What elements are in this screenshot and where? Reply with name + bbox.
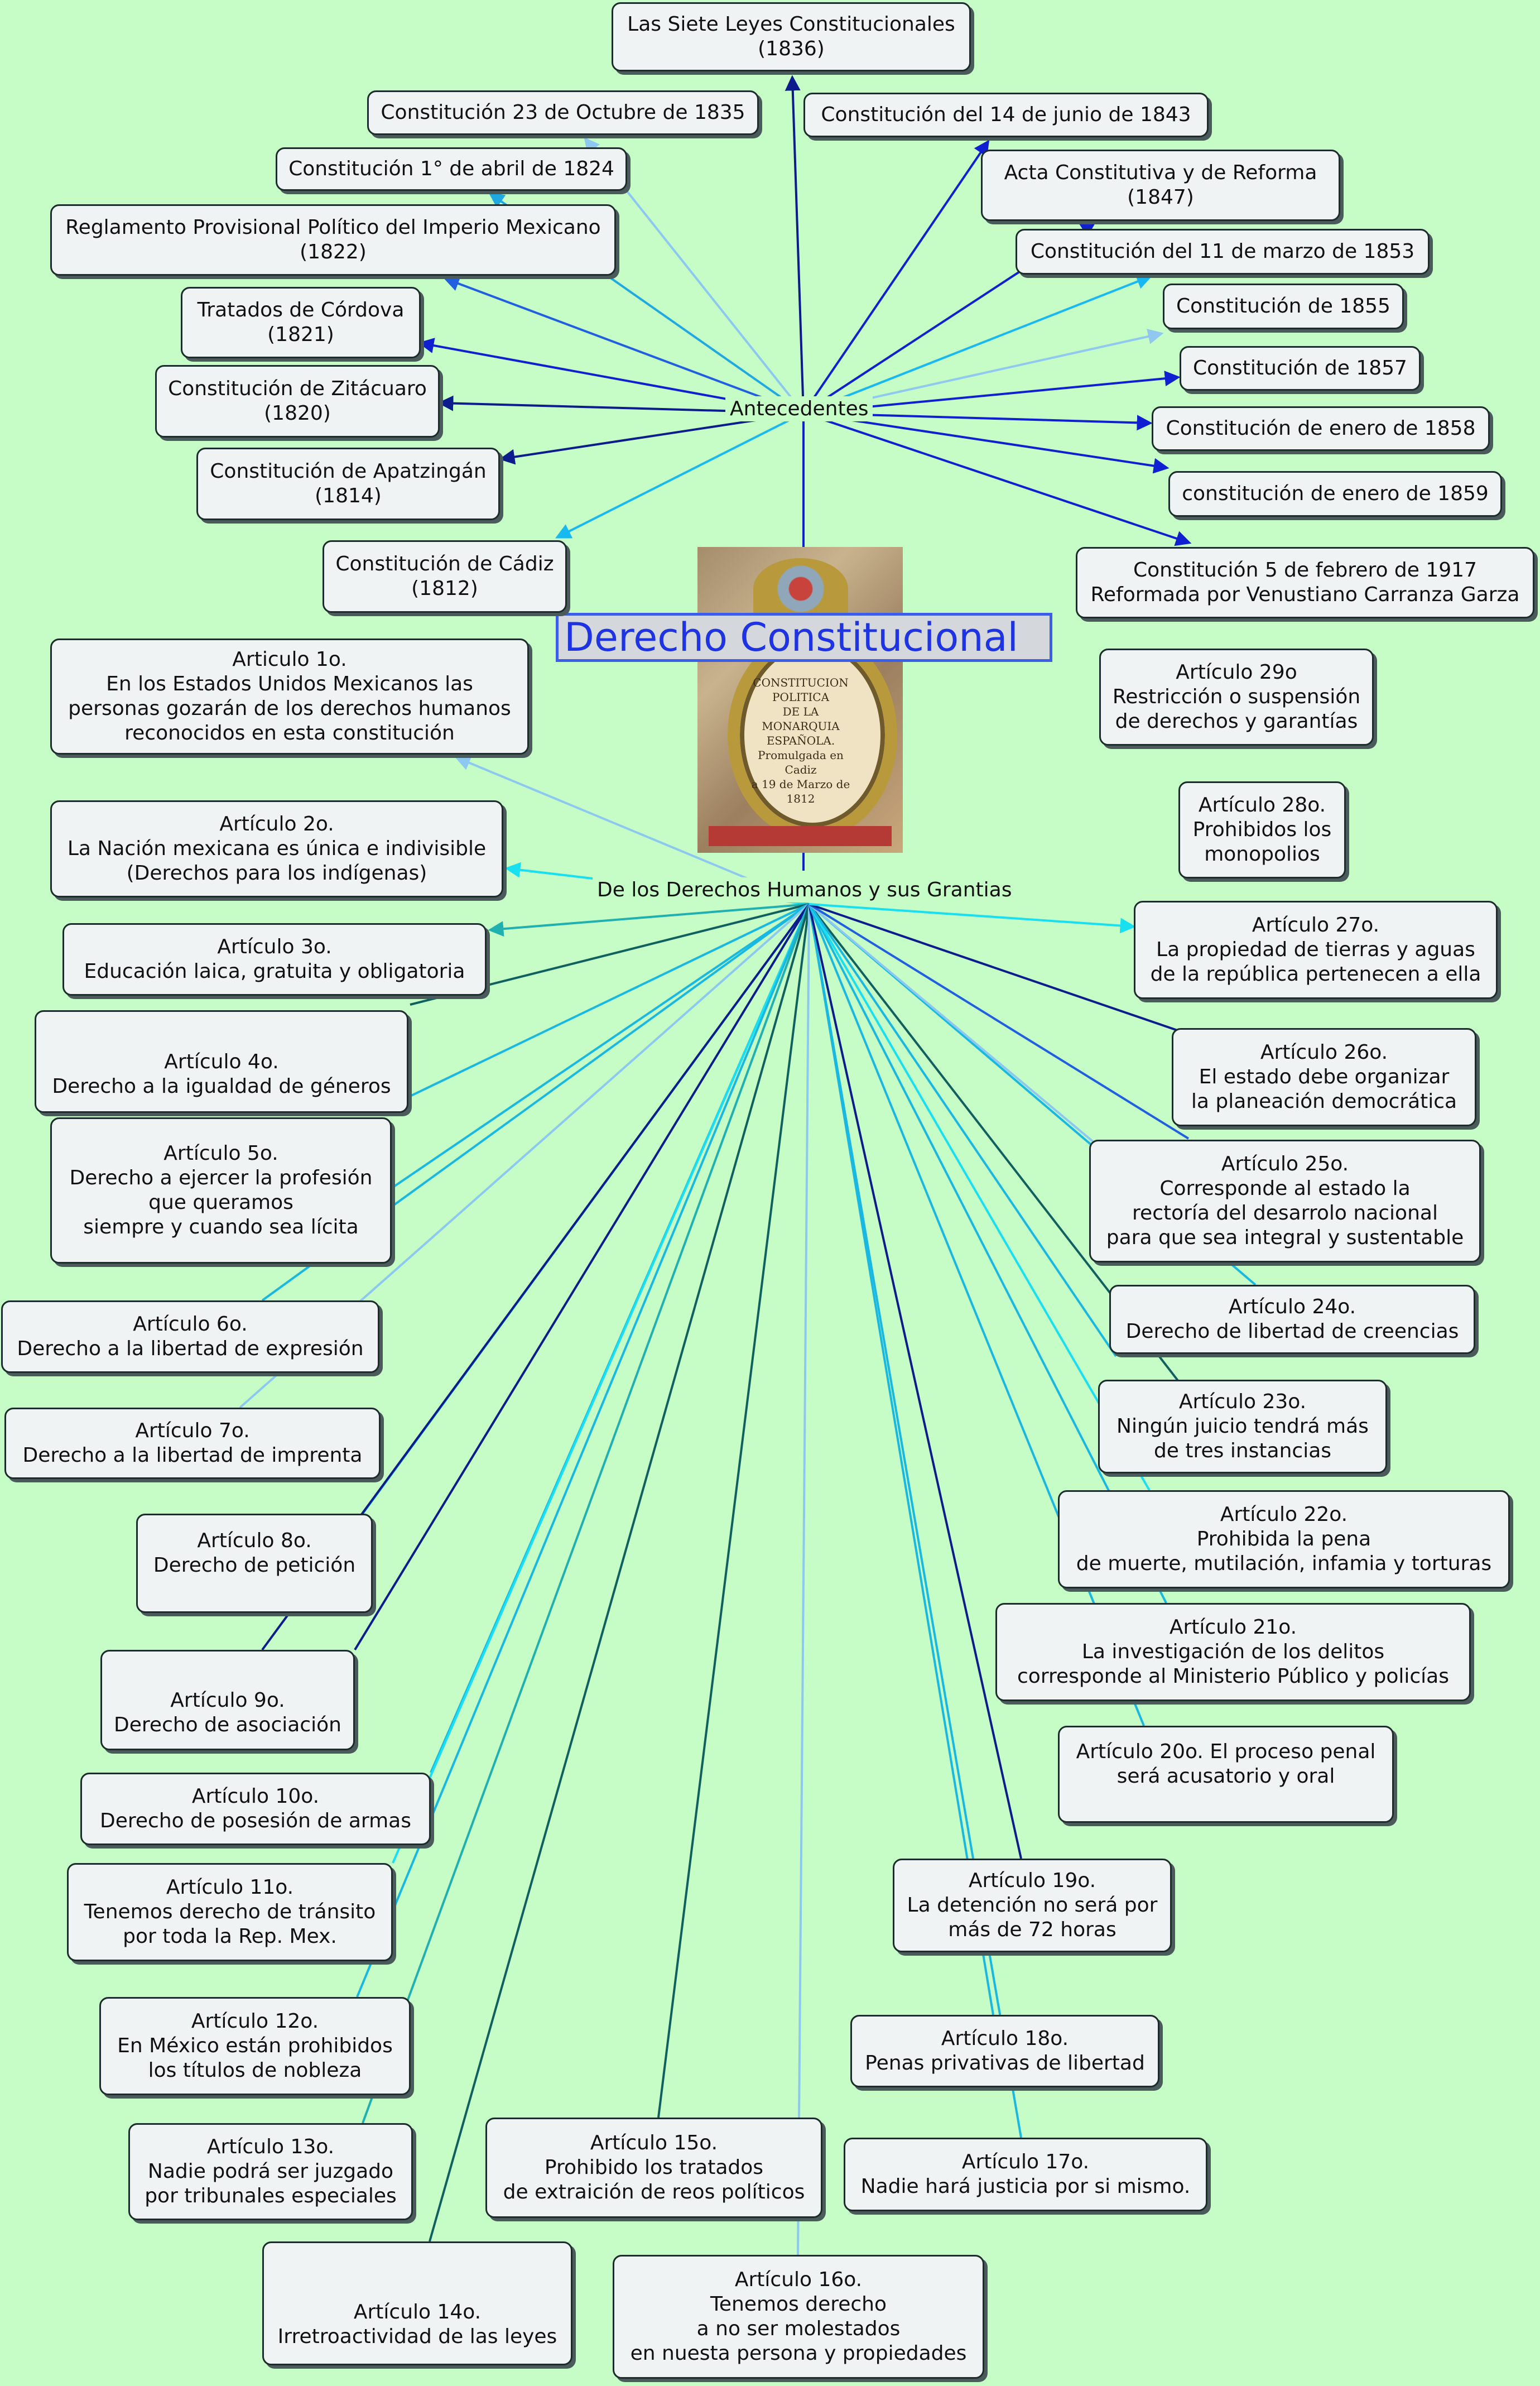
node-constitucion-zitacuaro-1820[interactable]: Constitución de Zitácuaro (1820) — [155, 365, 440, 438]
node-constitucion-1859[interactable]: constitución de enero de 1859 — [1168, 471, 1502, 517]
node-constitucion-apatzingan-1814[interactable]: Constitución de Apatzingán (1814) — [196, 448, 500, 520]
node-articulo-23[interactable]: Artículo 23o. Ningún juicio tendrá más d… — [1098, 1380, 1387, 1473]
connector-antecedente-6 — [803, 274, 1153, 414]
node-constitucion-1843[interactable]: Constitución del 14 de junio de 1843 — [803, 93, 1209, 137]
connector-antecedente-15 — [803, 412, 1192, 546]
node-articulo-17[interactable]: Artículo 17o. Nadie hará justicia por si… — [844, 2138, 1207, 2211]
connector-articulo-17 — [797, 904, 810, 2255]
connector-articulo-22 — [808, 904, 1167, 1604]
connector-articulo-19 — [808, 904, 994, 2015]
document-caption: CONSTITUCION POLITICA DE LA MONARQUIA ES… — [751, 676, 850, 805]
node-articulo-28[interactable]: Artículo 28o. Prohibidos los monopolios — [1178, 781, 1346, 878]
node-articulo-5[interactable]: Artículo 5o. Derecho a ejercer la profes… — [50, 1117, 392, 1264]
connector-articulo-4 — [410, 903, 810, 1097]
node-acta-constitutiva-1847[interactable]: Acta Constitutiva y de Reforma (1847) — [981, 150, 1340, 221]
node-articulo-9[interactable]: Artículo 9o. Derecho de asociación — [100, 1650, 355, 1750]
node-articulo-24[interactable]: Artículo 24o. Derecho de libertad de cre… — [1109, 1285, 1475, 1354]
node-articulo-25[interactable]: Artículo 25o. Corresponde al estado la r… — [1089, 1140, 1481, 1262]
node-siete-leyes-1836[interactable]: Las Siete Leyes Constitucionales (1836) — [612, 2, 971, 71]
node-articulo-19[interactable]: Artículo 19o. La detención no será por m… — [893, 1859, 1172, 1952]
node-constitucion-1857[interactable]: Constitución de 1857 — [1180, 346, 1421, 391]
node-articulo-2[interactable]: Artículo 2o. La Nación mexicana es única… — [50, 800, 503, 897]
connector-articulo-16 — [657, 904, 810, 2118]
node-articulo-15[interactable]: Artículo 15o. Prohibido los tratados de … — [485, 2118, 822, 2218]
node-articulo-12[interactable]: Artículo 12o. En México están prohibidos… — [99, 1997, 411, 2095]
node-articulo-14[interactable]: Artículo 14o. Irretroactividad de las le… — [262, 2241, 572, 2365]
node-articulo-6[interactable]: Artículo 6o. Derecho a la libertad de ex… — [1, 1300, 379, 1373]
node-constitucion-1824[interactable]: Constitución 1° de abril de 1824 — [276, 147, 627, 191]
node-articulo-11[interactable]: Artículo 11o. Tenemos derecho de tránsit… — [67, 1863, 393, 1961]
node-articulo-22[interactable]: Artículo 22o. Prohibida la pena de muert… — [1058, 1490, 1510, 1588]
hub-antecedentes[interactable]: Antecedentes — [725, 396, 873, 421]
node-articulo-26[interactable]: Artículo 26o. El estado debe organizar l… — [1172, 1028, 1476, 1126]
node-reglamento-1822[interactable]: Reglamento Provisional Político del Impe… — [50, 204, 616, 276]
node-articulo-8[interactable]: Artículo 8o. Derecho de petición — [136, 1514, 373, 1613]
node-articulo-16[interactable]: Artículo 16o. Tenemos derecho a no ser m… — [613, 2255, 984, 2379]
node-articulo-3[interactable]: Artículo 3o. Educación laica, gratuita y… — [62, 923, 487, 996]
node-articulo-4[interactable]: Artículo 4o. Derecho a la igualdad de gé… — [35, 1010, 408, 1113]
connector-antecedente-14 — [555, 412, 804, 539]
connector-articulo-18 — [808, 904, 1022, 2138]
connector-articulo-14 — [362, 904, 810, 2124]
node-constitucion-cadiz-1812[interactable]: Constitución de Cádiz (1812) — [323, 540, 567, 613]
connector-articulo-25 — [808, 903, 1117, 1357]
connector-articulo-2 — [488, 903, 810, 937]
connector-antecedente-13 — [803, 412, 1170, 474]
node-articulo-7[interactable]: Artículo 7o. Derecho a la libertad de im… — [4, 1408, 381, 1479]
coat-of-arms-icon — [753, 558, 848, 620]
node-constitucion-1855[interactable]: Constitución de 1855 — [1163, 284, 1404, 329]
connector-antecedente-0 — [785, 75, 805, 414]
node-articulo-18[interactable]: Artículo 18o. Penas privativas de libert… — [850, 2015, 1159, 2087]
connector-articulo-24 — [808, 903, 1251, 1475]
node-articulo-21[interactable]: Artículo 21o. La investigación de los de… — [995, 1603, 1471, 1701]
connector-antecedente-5 — [443, 276, 804, 414]
connector-articulo-5 — [389, 903, 810, 1190]
node-articulo-10[interactable]: Artículo 10o. Derecho de posesión de arm… — [80, 1773, 431, 1845]
node-constitucion-1835[interactable]: Constitución 23 de Octubre de 1835 — [367, 90, 759, 135]
connector-articulo-28 — [808, 903, 1190, 1140]
node-articulo-27[interactable]: Artículo 27o. La propiedad de tierras y … — [1134, 901, 1498, 999]
connector-articulo-21 — [808, 904, 1145, 1726]
connector-antecedente-2 — [802, 140, 990, 414]
connector-articulo-30 — [808, 903, 1136, 934]
connector-articulo-13 — [356, 904, 810, 1998]
node-articulo-20[interactable]: Artículo 20o. El proceso penal será acus… — [1058, 1726, 1394, 1823]
node-articulo-1[interactable]: Articulo 1o. En los Estados Unidos Mexic… — [50, 638, 529, 755]
connector-articulo-29 — [808, 903, 1178, 1031]
node-constitucion-1853[interactable]: Constitución del 11 de marzo de 1853 — [1016, 229, 1430, 275]
hub-derechos-humanos[interactable]: De los Derechos Humanos y sus Grantias — [593, 877, 1017, 902]
node-articulo-29[interactable]: Artículo 29o Restricción o suspensión de… — [1099, 649, 1374, 746]
connector-articulo-15 — [429, 904, 810, 2242]
node-articulo-13[interactable]: Artículo 13o. Nadie podrá ser juzgado po… — [128, 2123, 413, 2220]
node-constitucion-1917[interactable]: Constitución 5 de febrero de 1917 Reform… — [1076, 547, 1534, 618]
node-tratados-cordova-1821[interactable]: Tratados de Córdova (1821) — [181, 287, 421, 358]
connector-articulo-12 — [392, 904, 810, 1864]
central-topic[interactable]: Derecho Constitucional — [556, 613, 1052, 662]
constitution-document-image: CONSTITUCION POLITICA DE LA MONARQUIA ES… — [697, 547, 903, 853]
connector-articulo-23 — [808, 903, 1151, 1491]
node-constitucion-1858[interactable]: Constitución de enero de 1858 — [1152, 406, 1490, 451]
connector-articulo-10 — [354, 903, 810, 1651]
connector-articulo-20 — [808, 904, 1022, 1859]
